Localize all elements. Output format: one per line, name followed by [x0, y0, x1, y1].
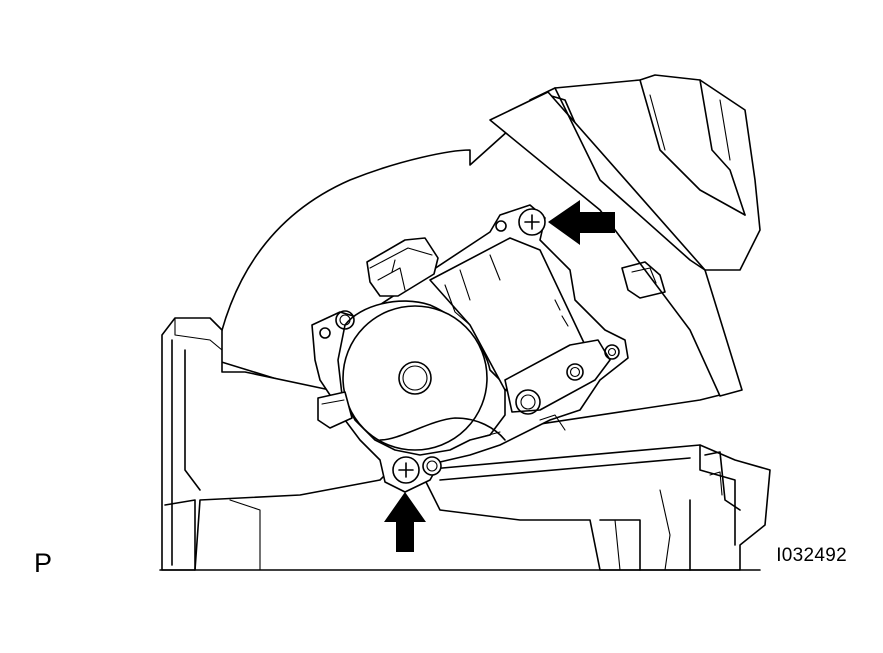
- view-letter-label: P: [34, 548, 53, 578]
- figure-id-label: I032492: [776, 545, 847, 566]
- screw-location-arrow-icon: [548, 200, 615, 245]
- damper-servo-actuator: [311, 204, 629, 493]
- screw-location-arrow-icon: [384, 492, 426, 552]
